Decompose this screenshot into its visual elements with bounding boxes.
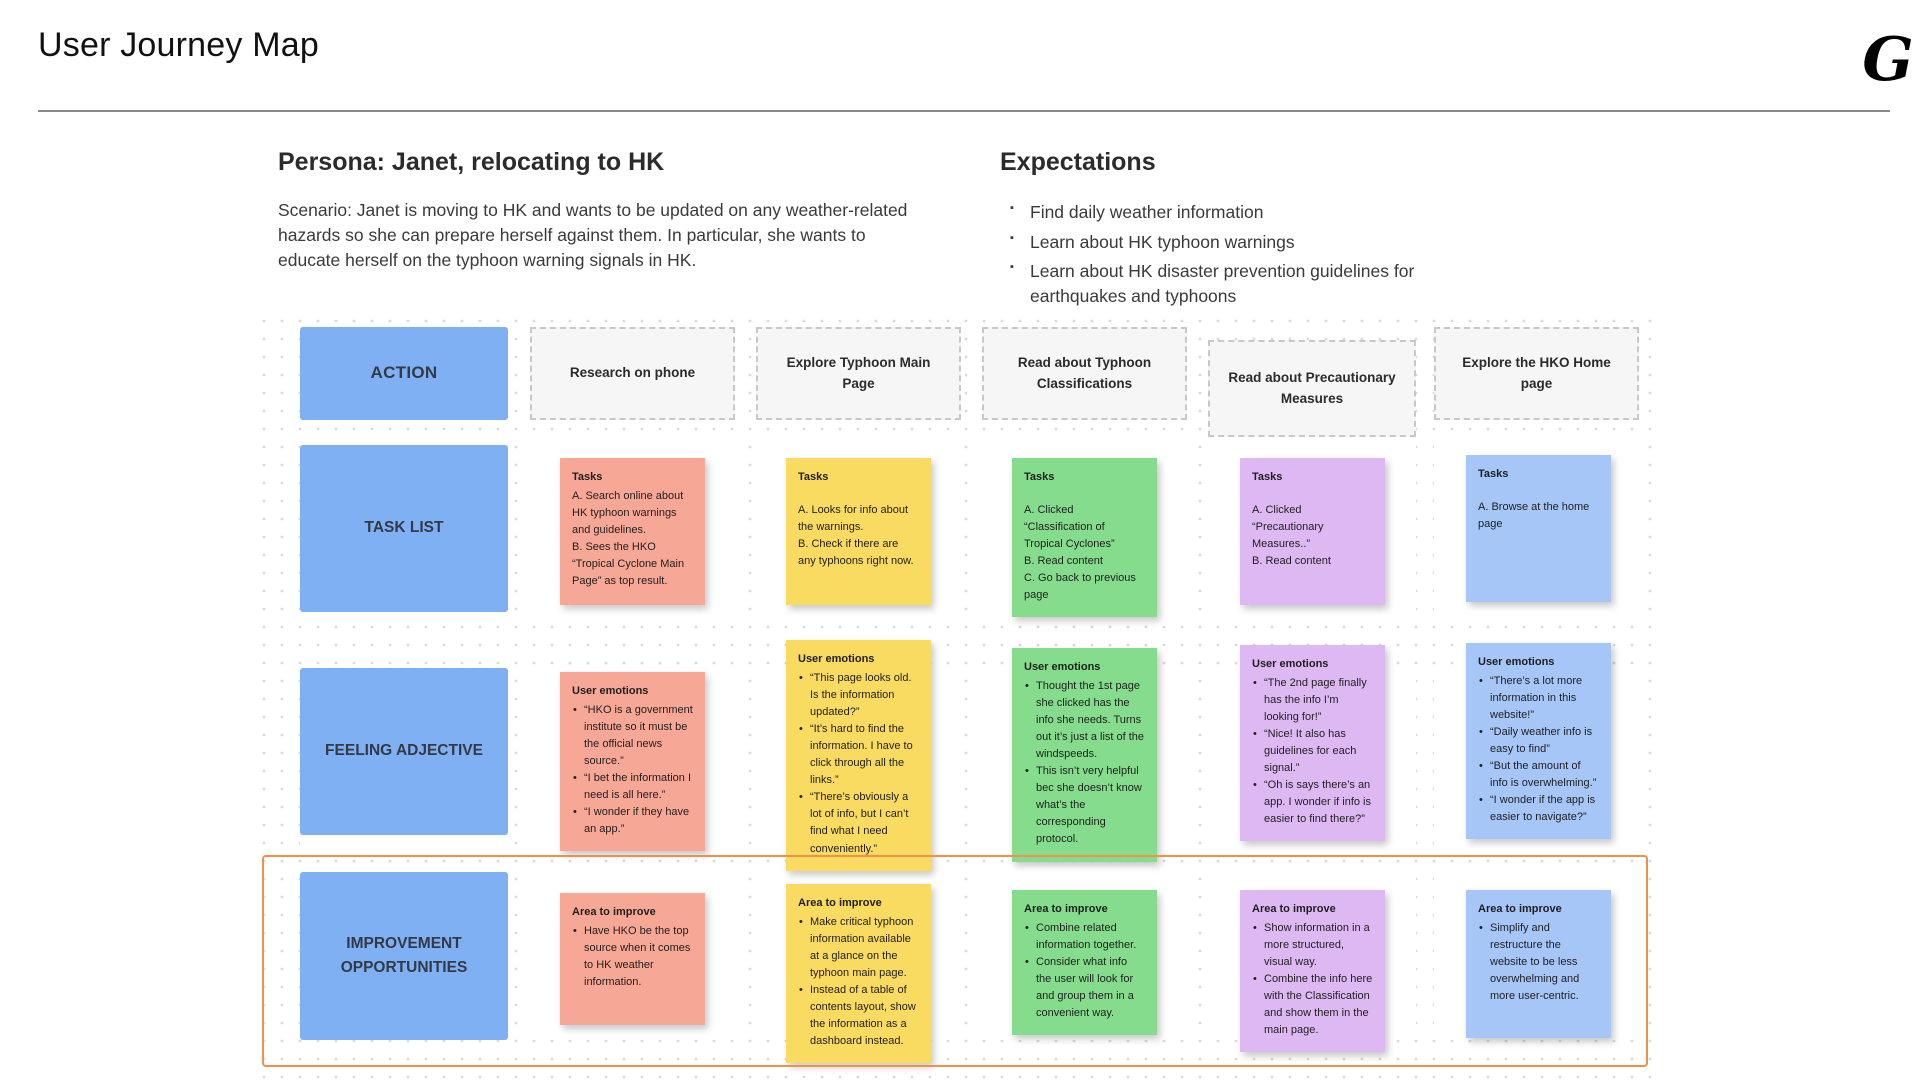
list-item: This isn’t very helpful bec she doesn’t …	[1024, 763, 1145, 848]
list-item: “The 2nd page finally has the info I’m l…	[1252, 675, 1373, 726]
list-item: B. Check if there are any typhoons right…	[798, 538, 914, 568]
note-title: User emotions	[572, 685, 649, 697]
sticky-note-emotions-precautionary[interactable]: User emotions “The 2nd page finally has …	[1240, 645, 1385, 842]
note-title: User emotions	[1252, 658, 1329, 670]
list-item: “I bet the information I need is all her…	[572, 770, 693, 804]
list-item: “HKO is a government institute so it mus…	[572, 702, 693, 770]
note-bullets: Thought the 1st page she clicked has the…	[1024, 678, 1145, 848]
list-item: Make critical typhoon information availa…	[798, 914, 919, 982]
sticky-note-emotions-main-page[interactable]: User emotions “This page looks old. Is t…	[786, 640, 931, 871]
row-header-feeling-adjective[interactable]: FEELING ADJECTIVE	[300, 668, 508, 835]
note-bullets: Make critical typhoon information availa…	[798, 914, 919, 1050]
sticky-note-improve-main-page[interactable]: Area to improve Make critical typhoon in…	[786, 884, 931, 1064]
list-item: “I wonder if they have an app.”	[572, 804, 693, 838]
list-item: “There’s obviously a lot of info, but I …	[798, 789, 919, 857]
brand-logo-g-icon: G	[1862, 25, 1914, 95]
sticky-note-tasks-classifications[interactable]: Tasks A. Clicked “Classification of Trop…	[1012, 458, 1157, 618]
note-bullets: “This page looks old. Is the information…	[798, 670, 919, 858]
stage-read-typhoon-classifications[interactable]: Read about Typhoon Classifications	[982, 327, 1187, 420]
list-item: Show information in a more structured, v…	[1252, 920, 1373, 971]
sticky-note-improve-classifications[interactable]: Area to improve Combine related informat…	[1012, 890, 1157, 1036]
note-title: Tasks	[572, 471, 603, 483]
row-header-action[interactable]: ACTION	[300, 327, 508, 420]
improvement-row-highlight[interactable]	[262, 855, 1648, 1067]
list-item: A. Search online about HK typhoon warnin…	[572, 490, 684, 537]
note-title: Area to improve	[1478, 903, 1562, 915]
sticky-note-tasks-main-page[interactable]: Tasks A. Looks for info about the warnin…	[786, 458, 931, 605]
list-item: “Daily weather info is easy to find”	[1478, 724, 1599, 758]
list-item: “But the amount of info is overwhelming.…	[1478, 758, 1599, 792]
list-item: “It’s hard to find the information. I ha…	[798, 721, 919, 789]
note-title: User emotions	[798, 653, 875, 665]
list-item: B. Read content	[1252, 555, 1331, 568]
list-item: B. Sees the HKO “Tropical Cyclone Main P…	[572, 541, 685, 588]
header-divider	[38, 110, 1890, 112]
sticky-note-improve-research[interactable]: Area to improve Have HKO be the top sour…	[560, 893, 705, 1025]
stage-read-precautionary-measures[interactable]: Read about Precautionary Measures	[1208, 340, 1416, 437]
sticky-note-improve-home-page[interactable]: Area to improve Simplify and restructure…	[1466, 890, 1611, 1038]
list-item: A. Clicked “Classification of Tropical C…	[1024, 504, 1115, 551]
row-header-improvement-opportunities[interactable]: IMPROVEMENT OPPORTUNITIES	[300, 872, 508, 1040]
note-lines: A. Search online about HK typhoon warnin…	[572, 488, 693, 590]
list-item: “Nice! It also has guidelines for each s…	[1252, 726, 1373, 777]
stage-explore-typhoon-main-page[interactable]: Explore Typhoon Main Page	[756, 327, 961, 420]
persona-heading: Persona: Janet, relocating to HK	[278, 148, 665, 176]
note-title: User emotions	[1024, 661, 1101, 673]
list-item: A. Browse at the home page	[1478, 501, 1590, 531]
expectations-list: Find daily weather informationLearn abou…	[1008, 200, 1468, 313]
list-item: Find daily weather information	[1008, 200, 1468, 225]
list-item: C. Go back to previous page	[1024, 572, 1136, 602]
list-item: “This page looks old. Is the information…	[798, 670, 919, 721]
note-title: User emotions	[1478, 656, 1555, 668]
note-lines: A. Clicked “Precautionary Measures..” B. …	[1252, 502, 1373, 570]
note-bullets: Show information in a more structured, v…	[1252, 920, 1373, 1039]
stage-research-on-phone[interactable]: Research on phone	[530, 327, 735, 420]
note-bullets: “There’s a lot more information in this …	[1478, 673, 1599, 826]
list-item: Combine related information together.	[1024, 920, 1145, 954]
list-item: Learn about HK disaster prevention guide…	[1008, 259, 1468, 308]
note-bullets: “The 2nd page finally has the info I’m l…	[1252, 675, 1373, 828]
list-item: A. Clicked “Precautionary Measures..”	[1252, 504, 1324, 551]
note-title: Area to improve	[798, 897, 882, 909]
list-item: Simplify and restructure the website to …	[1478, 920, 1599, 1005]
list-item: Combine the info here with the Classific…	[1252, 971, 1373, 1039]
sticky-note-emotions-home-page[interactable]: User emotions “There’s a lot more inform…	[1466, 643, 1611, 840]
sticky-note-improve-precautionary[interactable]: Area to improve Show information in a mo…	[1240, 890, 1385, 1053]
note-title: Area to improve	[1252, 903, 1336, 915]
note-title: Tasks	[1252, 471, 1283, 483]
note-bullets: Have HKO be the top source when it comes…	[572, 923, 693, 991]
note-title: Tasks	[798, 471, 829, 483]
sticky-note-tasks-precautionary[interactable]: Tasks A. Clicked “Precautionary Measures…	[1240, 458, 1385, 605]
list-item: “I wonder if the app is easier to naviga…	[1478, 792, 1599, 826]
note-bullets: “HKO is a government institute so it mus…	[572, 702, 693, 838]
list-item: B. Read content	[1024, 555, 1103, 568]
persona-scenario-text: Scenario: Janet is moving to HK and want…	[278, 200, 908, 270]
sticky-note-tasks-home-page[interactable]: Tasks A. Browse at the home page	[1466, 455, 1611, 602]
sticky-note-emotions-research[interactable]: User emotions “HKO is a government insti…	[560, 672, 705, 852]
expectations-heading: Expectations	[1000, 148, 1156, 176]
sticky-note-tasks-research[interactable]: Tasks A. Search online about HK typhoon …	[560, 458, 705, 605]
list-item: Have HKO be the top source when it comes…	[572, 923, 693, 991]
stage-explore-hko-home-page[interactable]: Explore the HKO Home page	[1434, 327, 1639, 420]
list-item: “Oh is says there’s an app. I wonder if …	[1252, 777, 1373, 828]
note-bullets: Simplify and restructure the website to …	[1478, 920, 1599, 1005]
list-item: Thought the 1st page she clicked has the…	[1024, 678, 1145, 763]
note-bullets: Combine related information together.Con…	[1024, 920, 1145, 1022]
note-lines: A. Browse at the home page	[1478, 499, 1599, 533]
note-lines: A. Looks for info about the warnings. B. …	[798, 502, 919, 570]
note-title: Tasks	[1478, 468, 1509, 480]
note-title: Area to improve	[572, 906, 656, 918]
row-header-task-list[interactable]: TASK LIST	[300, 445, 508, 612]
list-item: “There’s a lot more information in this …	[1478, 673, 1599, 724]
page-title: User Journey Map	[38, 26, 319, 64]
list-item: Learn about HK typhoon warnings	[1008, 230, 1468, 255]
list-item: Instead of a table of contents layout, s…	[798, 982, 919, 1050]
list-item: Consider what info the user will look fo…	[1024, 954, 1145, 1022]
sticky-note-emotions-classifications[interactable]: User emotions Thought the 1st page she c…	[1012, 648, 1157, 862]
note-lines: A. Clicked “Classification of Tropical C…	[1024, 502, 1145, 604]
note-title: Area to improve	[1024, 903, 1108, 915]
list-item: A. Looks for info about the warnings.	[798, 504, 909, 534]
note-title: Tasks	[1024, 471, 1055, 483]
